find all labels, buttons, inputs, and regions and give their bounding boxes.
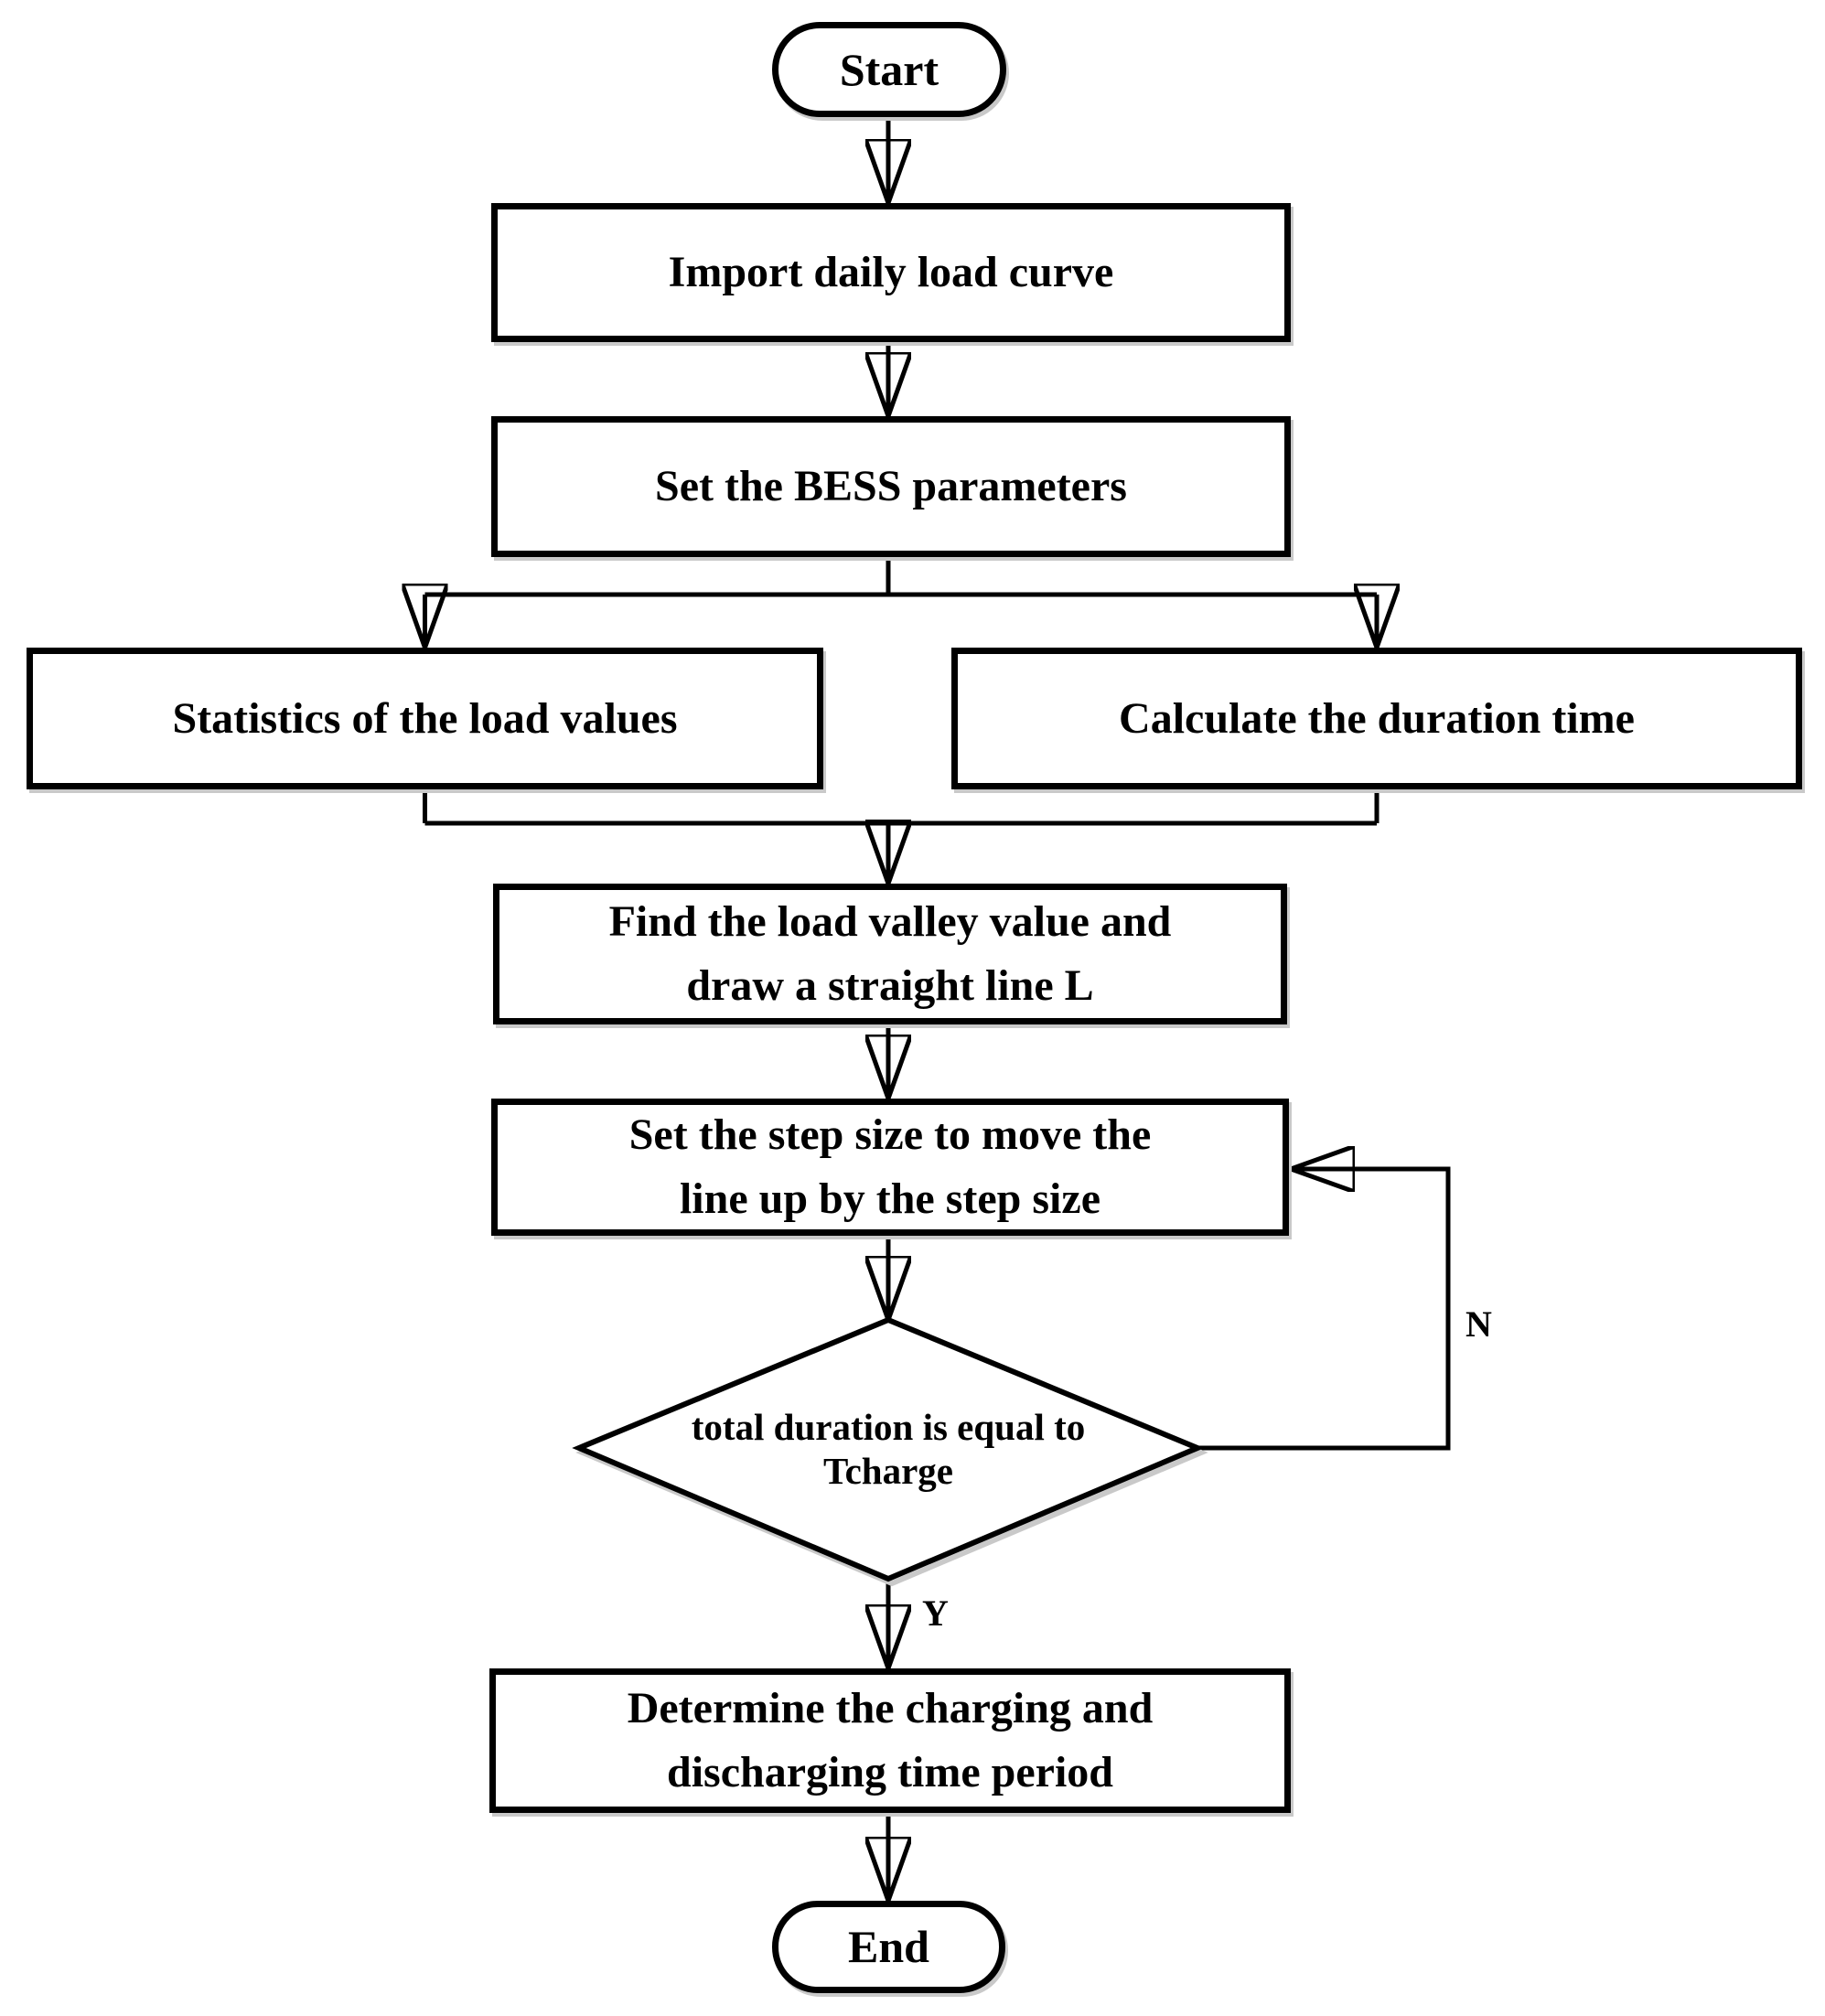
find-load-valley-label: Find the load valley value and draw a st…: [608, 897, 1172, 1010]
set-step-size-label: Set the step size to move the line up by…: [628, 1110, 1152, 1223]
set-bess-parameters-label: Set the BESS parameters: [655, 462, 1127, 511]
calculate-duration-time-label: Calculate the duration time: [1119, 693, 1635, 743]
edge-label-yes: Y: [922, 1592, 949, 1634]
determine-periods-label: Determine the charging and discharging t…: [627, 1684, 1154, 1796]
set-bess-parameters-node: Set the BESS parameters: [491, 416, 1291, 557]
determine-periods-node: Determine the charging and discharging t…: [489, 1668, 1291, 1813]
statistics-load-values-node: Statistics of the load values: [27, 648, 823, 789]
end-label: End: [848, 1921, 929, 1973]
import-load-curve-node: Import daily load curve: [491, 203, 1291, 342]
edge-label-no: N: [1465, 1303, 1492, 1345]
import-load-curve-label: Import daily load curve: [668, 248, 1114, 297]
edge-bess-split-line: [424, 557, 1377, 597]
decision-node-label-box: total duration is equal to Tcharge: [678, 1380, 1099, 1517]
statistics-load-values-label: Statistics of the load values: [172, 693, 678, 743]
start-label: Start: [839, 43, 939, 95]
decision-diamond: [572, 1316, 1205, 1582]
edge-decision-no-loop: [1197, 1169, 1451, 1451]
calculate-duration-time-node: Calculate the duration time: [951, 648, 1802, 789]
find-load-valley-node: Find the load valley value and draw a st…: [493, 884, 1287, 1024]
decision-label: total duration is equal to Tcharge: [691, 1406, 1086, 1492]
end-node: End: [772, 1901, 1005, 1993]
set-step-size-node: Set the step size to move the line up by…: [491, 1099, 1289, 1236]
start-node: Start: [772, 22, 1006, 117]
